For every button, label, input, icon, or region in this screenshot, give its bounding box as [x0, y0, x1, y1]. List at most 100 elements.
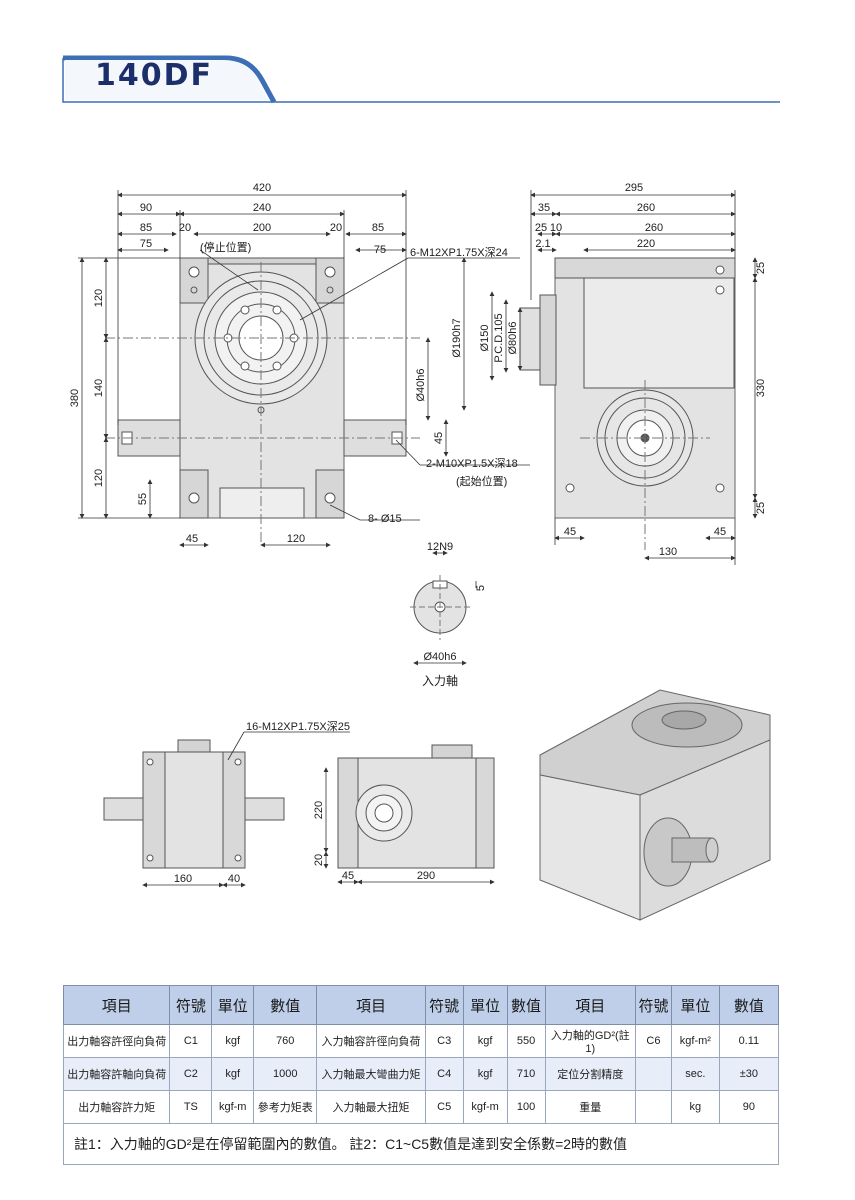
table-cell: 參考力矩表: [253, 1090, 318, 1124]
input-shaft-caption: 入力軸: [422, 674, 458, 688]
shaft-dia-label: Ø40h6: [415, 368, 427, 401]
side-view: [519, 257, 736, 550]
table-cell: kgf-m: [462, 1090, 508, 1124]
table-cell: kgf: [462, 1057, 508, 1091]
table-cell: kgf: [211, 1024, 255, 1058]
table-cell: 710: [506, 1057, 546, 1091]
col-header: 符號: [424, 985, 464, 1025]
key-depth-label: 5: [475, 585, 487, 591]
table-cell: ±30: [718, 1057, 780, 1091]
table-cell: sec.: [670, 1057, 720, 1091]
dim-label: P.C.D.105: [493, 313, 505, 362]
holes-label: 8- Ø15: [368, 513, 402, 525]
table-cell: kgf: [462, 1024, 508, 1058]
table-cell: 出力軸容許力矩: [62, 1090, 171, 1124]
dim-label: 45: [564, 526, 576, 538]
table-cell: 入力軸最大彎曲力矩: [316, 1057, 426, 1091]
dim-label: 140: [93, 379, 105, 397]
dim-label: 75: [140, 238, 152, 250]
table-row: 出力軸容許軸向負荷 C2 kgf 1000 入力軸最大彎曲力矩 C4 kgf 7…: [62, 1057, 780, 1091]
dim-label: 330: [755, 379, 767, 397]
technical-drawing: 420 90 240 85 20 200 20 85 75 75 (停止位置) …: [69, 182, 771, 921]
dim-label: 220: [637, 238, 655, 250]
dim-label: 240: [253, 202, 271, 214]
table-cell: 重量: [544, 1090, 636, 1124]
table-cell: 入力軸的GD²(註1): [544, 1024, 636, 1058]
dim-label: 55: [137, 493, 149, 505]
dim-label: 35: [538, 202, 550, 214]
table-cell: 出力軸容許徑向負荷: [62, 1024, 171, 1058]
table-cell: kgf-m²: [670, 1024, 720, 1058]
table-cell: 760: [253, 1024, 318, 1058]
table-cell: 出力軸容許軸向負荷: [62, 1057, 171, 1091]
spec-table: 項目 符號 單位 數值 項目 符號 單位 數值 項目 符號 單位 數值 出力軸容…: [62, 985, 780, 1165]
table-cell: C6: [634, 1024, 672, 1058]
dim-label: 85: [140, 222, 152, 234]
dim-label: 10: [550, 222, 562, 234]
dim-label: 220: [313, 801, 325, 819]
col-header: 數值: [506, 985, 546, 1025]
table-cell: 100: [506, 1090, 546, 1124]
dim-label: 45: [714, 526, 726, 538]
table-cell: C4: [424, 1057, 464, 1091]
dim-label: 420: [253, 182, 271, 194]
table-cell: 入力軸容許徑向負荷: [316, 1024, 426, 1058]
dim-label: 40: [228, 873, 240, 885]
dim-label: 295: [625, 182, 643, 194]
dim-label: 120: [93, 469, 105, 487]
table-cell: [634, 1057, 672, 1091]
table-row: 出力軸容許力矩 TS kgf-m 參考力矩表 入力軸最大扭矩 C5 kgf-m …: [62, 1090, 780, 1124]
col-header: 項目: [316, 985, 426, 1025]
col-header: 數值: [718, 985, 780, 1025]
table-note-row: 註1：入力軸的GD²是在停留範圍內的數值。 註2：C1~C5數值是達到安全係數=…: [63, 1123, 779, 1165]
dim-label: 45: [186, 533, 198, 545]
col-header: 單位: [462, 985, 508, 1025]
tap-side-label: 2-M10XP1.5X深18: [426, 457, 518, 470]
dim-label: 260: [645, 222, 663, 234]
dim-label: 25: [535, 222, 547, 234]
dim-label: 45: [342, 870, 354, 882]
dim-label: 45: [433, 432, 445, 444]
isometric-view: [539, 689, 771, 921]
bottom-tap-label: 16-M12XP1.75X深25: [246, 720, 350, 733]
dim-label: 20: [330, 222, 342, 234]
dim-label: 25: [755, 502, 767, 514]
rear-view: [337, 744, 495, 869]
table-cell: C1: [169, 1024, 213, 1058]
col-header: 項目: [544, 985, 636, 1025]
dim-label: 120: [93, 289, 105, 307]
tap-top-label: 6-M12XP1.75X深24: [410, 246, 508, 259]
front-view: [105, 257, 420, 545]
dim-label: 2.1: [535, 238, 550, 250]
key-label: 12N9: [427, 541, 453, 553]
table-cell: C3: [424, 1024, 464, 1058]
table-row: 出力軸容許徑向負荷 C1 kgf 760 入力軸容許徑向負荷 C3 kgf 55…: [62, 1024, 780, 1058]
dim-label: 290: [417, 870, 435, 882]
dim-label: 130: [659, 546, 677, 558]
dim-label: Ø80h6: [507, 321, 519, 354]
table-cell: [634, 1090, 672, 1124]
dim-label: 120: [287, 533, 305, 545]
table-cell: TS: [169, 1090, 213, 1124]
dim-label: 160: [174, 873, 192, 885]
table-cell: 入力軸最大扭矩: [316, 1090, 426, 1124]
table-cell: 0.11: [718, 1024, 780, 1058]
dim-label: 20: [179, 222, 191, 234]
table-note: 註1：入力軸的GD²是在停留範圍內的數值。 註2：C1~C5數值是達到安全係數=…: [63, 1123, 779, 1165]
col-header: 單位: [211, 985, 255, 1025]
col-header: 符號: [634, 985, 672, 1025]
dim-label: 90: [140, 202, 152, 214]
table-cell: kgf-m: [211, 1090, 255, 1124]
table-cell: C5: [424, 1090, 464, 1124]
table-cell: kg: [670, 1090, 720, 1124]
model-title: 140DF: [95, 58, 214, 93]
col-header: 項目: [62, 985, 171, 1025]
bottom-view: [103, 739, 285, 869]
spec-table-header-row: 項目 符號 單位 數值 項目 符號 單位 數值 項目 符號 單位 數值: [62, 985, 780, 1025]
dim-label: Ø150: [479, 325, 491, 352]
table-cell: 550: [506, 1024, 546, 1058]
dim-label: 20: [313, 854, 325, 866]
dim-label: 75: [374, 244, 386, 256]
page-header: 140DF: [0, 0, 855, 110]
dim-label: 200: [253, 222, 271, 234]
